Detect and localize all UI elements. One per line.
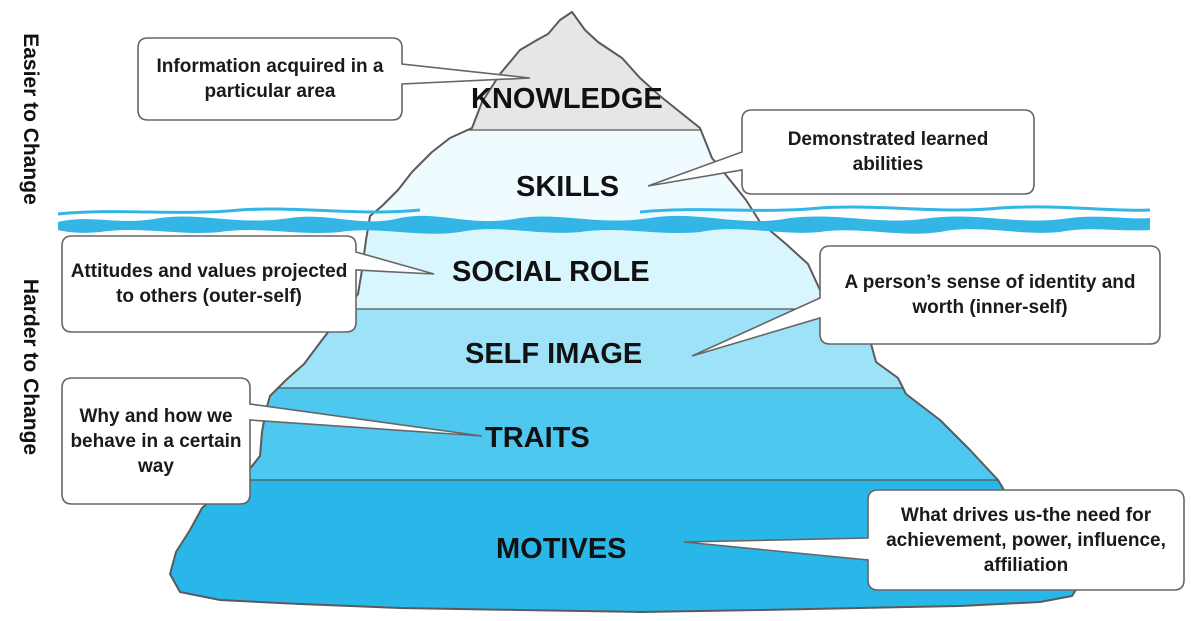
harder-to-change-label: Harder to Change [19,278,42,456]
layer-label-self-image: SELF IMAGE [465,338,642,370]
callout-knowledge: Information acquired in a particular are… [156,56,384,102]
bubble-traits [61,377,483,505]
bubble-skills [647,109,1035,195]
callout-bubbles [61,37,1185,591]
water-line [57,205,1151,234]
bubble-motives [683,489,1185,591]
bubble-social-role [61,235,435,333]
easier-to-change-label: Easier to Change [19,33,42,205]
layer-label-skills: SKILLS [516,171,619,203]
bubble-knowledge [137,37,531,121]
layer-label-traits: TRAITS [485,422,590,454]
layer-label-social-role: SOCIAL ROLE [452,256,650,288]
layer-label-motives: MOTIVES [496,533,627,565]
callout-social-role: Attitudes and values projected to others… [70,261,348,307]
callout-traits: Why and how we behave in a certain way [70,405,242,477]
layer-label-knowledge: KNOWLEDGE [471,83,663,115]
bubble-self-image [691,245,1161,357]
callout-motives: What drives us-the need for achievement,… [886,504,1166,576]
callout-self-image: A person’s sense of identity and worth (… [844,272,1136,318]
callout-skills: Demonstrated learned abilities [787,129,989,175]
